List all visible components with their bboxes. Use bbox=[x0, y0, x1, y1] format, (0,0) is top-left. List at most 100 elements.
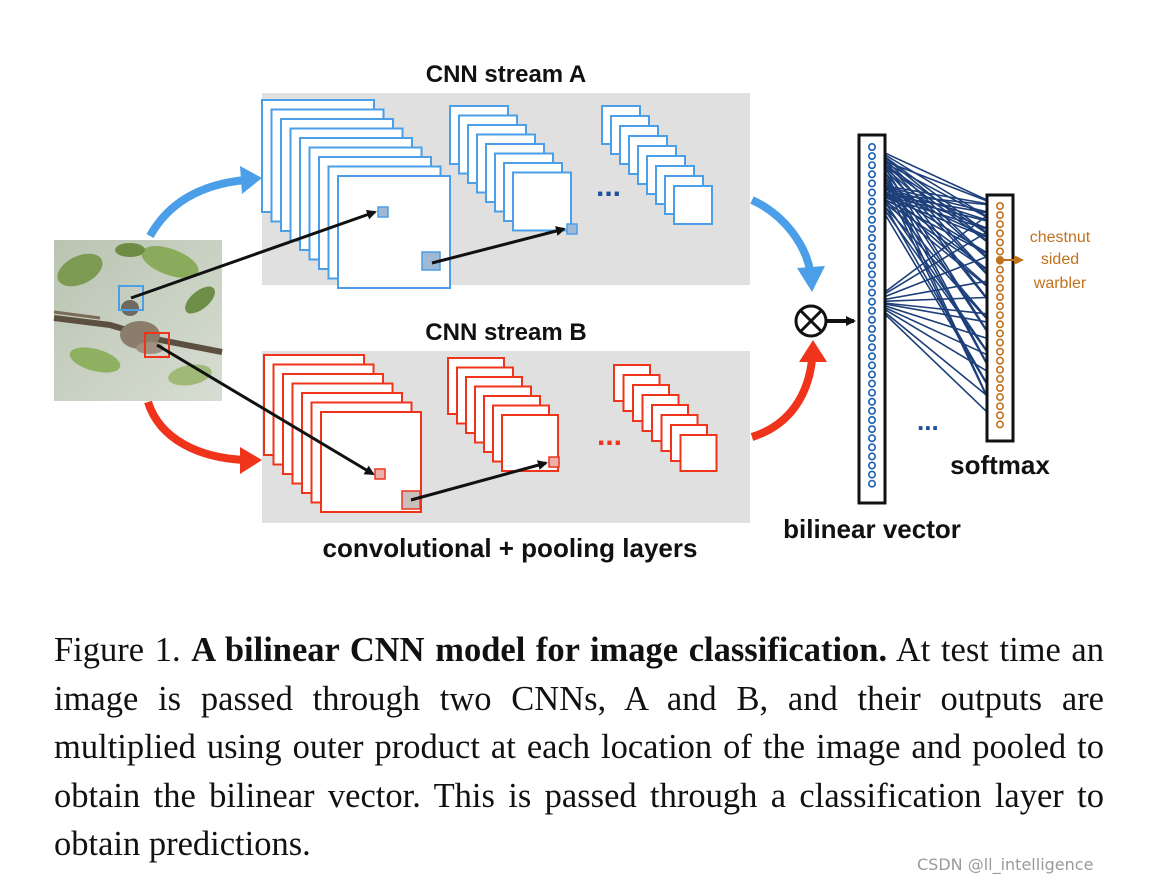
fc-connection-line bbox=[871, 191, 1001, 207]
bilinear-node bbox=[867, 452, 876, 461]
watermark: CSDN @ll_intelligence bbox=[917, 855, 1094, 874]
stream-b-stack-2 bbox=[447, 357, 559, 472]
arrow-image-to-stream-b bbox=[156, 343, 375, 476]
stream-a-stack-2 bbox=[449, 105, 572, 232]
fc-connection-line bbox=[871, 191, 1001, 225]
bilinear-node bbox=[867, 261, 876, 270]
softmax-node bbox=[995, 393, 1004, 402]
fc-connection-line bbox=[871, 182, 1001, 298]
layers-label: convolutional + pooling layers bbox=[323, 533, 698, 563]
bilinear-node bbox=[867, 388, 876, 397]
softmax-node bbox=[995, 220, 1004, 229]
softmax-node bbox=[995, 329, 1004, 338]
fc-connection-line bbox=[871, 155, 1001, 207]
bilinear-node bbox=[867, 470, 876, 479]
blue-patch-marker bbox=[118, 285, 144, 311]
softmax-node bbox=[995, 302, 1004, 311]
feature-map bbox=[337, 175, 451, 289]
bilinear-node bbox=[867, 352, 876, 361]
softmax-node bbox=[995, 402, 1004, 411]
figure-label: Figure 1. bbox=[54, 631, 181, 669]
fc-ellipsis: ... bbox=[917, 406, 939, 436]
softmax-node bbox=[995, 411, 1004, 420]
fc-connection-line bbox=[871, 191, 1001, 216]
fc-connection-line bbox=[871, 300, 1001, 362]
fc-connection-line bbox=[871, 301, 1001, 407]
arrow-stream-a-layer-to-layer bbox=[431, 226, 566, 265]
fc-connection-line bbox=[871, 155, 1001, 225]
bilinear-node bbox=[867, 152, 876, 161]
curve-arrow-image-to-b bbox=[144, 400, 246, 464]
softmax-node bbox=[995, 238, 1004, 247]
softmax-node bbox=[995, 338, 1004, 347]
curve-arrow-a-to-product bbox=[750, 196, 814, 271]
red-patch-marker bbox=[144, 332, 170, 358]
predicted-class-node bbox=[996, 256, 1004, 264]
class-label-line-1: chestnut bbox=[1030, 229, 1091, 246]
outer-product-operator bbox=[794, 304, 828, 338]
bilinear-node bbox=[867, 397, 876, 406]
softmax-node bbox=[995, 311, 1004, 320]
softmax-node bbox=[995, 356, 1004, 365]
bilinear-node bbox=[867, 215, 876, 224]
bilinear-node bbox=[867, 143, 876, 152]
curve-arrow-image-to-a bbox=[146, 176, 246, 239]
fc-connection-line bbox=[871, 300, 1001, 344]
fc-connection-line bbox=[871, 191, 1001, 298]
fc-connection-line bbox=[871, 146, 1001, 353]
fc-connection-line bbox=[871, 300, 1001, 316]
bilinear-node bbox=[867, 443, 876, 452]
fc-connection-line bbox=[871, 191, 1001, 244]
softmax-node bbox=[995, 374, 1004, 383]
bilinear-node bbox=[867, 370, 876, 379]
bilinear-vector-nodes bbox=[867, 143, 876, 488]
softmax-node bbox=[995, 292, 1004, 301]
bilinear-node bbox=[867, 461, 876, 470]
figure-body: At test time an image is passed through … bbox=[54, 631, 1104, 863]
fc-connection-line bbox=[871, 205, 1001, 303]
bilinear-node bbox=[867, 161, 876, 170]
fc-connections bbox=[871, 146, 1001, 425]
curve-arrow-b-to-product-head bbox=[799, 340, 827, 362]
bilinear-vector-label: bilinear vector bbox=[783, 514, 961, 544]
curve-arrow-image-to-a-head bbox=[240, 166, 262, 194]
stream-b-ellipsis: ... bbox=[597, 419, 622, 452]
softmax-node bbox=[995, 283, 1004, 292]
bilinear-node bbox=[867, 315, 876, 324]
bilinear-node bbox=[867, 279, 876, 288]
stream-a-stack-3 bbox=[601, 105, 713, 225]
bilinear-node bbox=[867, 243, 876, 252]
softmax-node bbox=[995, 211, 1004, 220]
bilinear-node bbox=[867, 170, 876, 179]
softmax-label: softmax bbox=[950, 450, 1050, 480]
bilinear-node bbox=[867, 406, 876, 415]
softmax-node bbox=[995, 229, 1004, 238]
bilinear-node bbox=[867, 197, 876, 206]
bilinear-node bbox=[867, 297, 876, 306]
curve-arrow-a-to-product-head bbox=[797, 266, 825, 292]
fc-connection-line bbox=[871, 301, 1001, 380]
bilinear-node bbox=[867, 179, 876, 188]
bilinear-node bbox=[867, 270, 876, 279]
bilinear-node bbox=[867, 379, 876, 388]
fc-connection-line bbox=[871, 191, 1001, 262]
stream-a-title: CNN stream A bbox=[426, 61, 587, 88]
arrow-image-to-stream-a bbox=[130, 209, 377, 300]
stream-b-location-small bbox=[374, 468, 386, 480]
bilinear-node bbox=[867, 234, 876, 243]
fc-connection-line bbox=[871, 300, 1001, 326]
stream-a-location-next bbox=[566, 223, 578, 235]
fc-connection-line bbox=[871, 191, 1001, 235]
bilinear-node bbox=[867, 425, 876, 434]
bilinear-node bbox=[867, 252, 876, 261]
softmax-node bbox=[995, 202, 1004, 211]
softmax-node bbox=[995, 274, 1004, 283]
fc-connection-line bbox=[871, 182, 1001, 334]
fc-connection-line bbox=[871, 146, 1001, 207]
figure-title: A bilinear CNN model for image classific… bbox=[191, 631, 888, 669]
fc-connection-line bbox=[871, 278, 1001, 303]
curve-arrow-b-to-product bbox=[750, 359, 816, 441]
softmax-node bbox=[995, 265, 1004, 274]
input-bird-image bbox=[53, 240, 223, 401]
softmax-node bbox=[995, 383, 1004, 392]
